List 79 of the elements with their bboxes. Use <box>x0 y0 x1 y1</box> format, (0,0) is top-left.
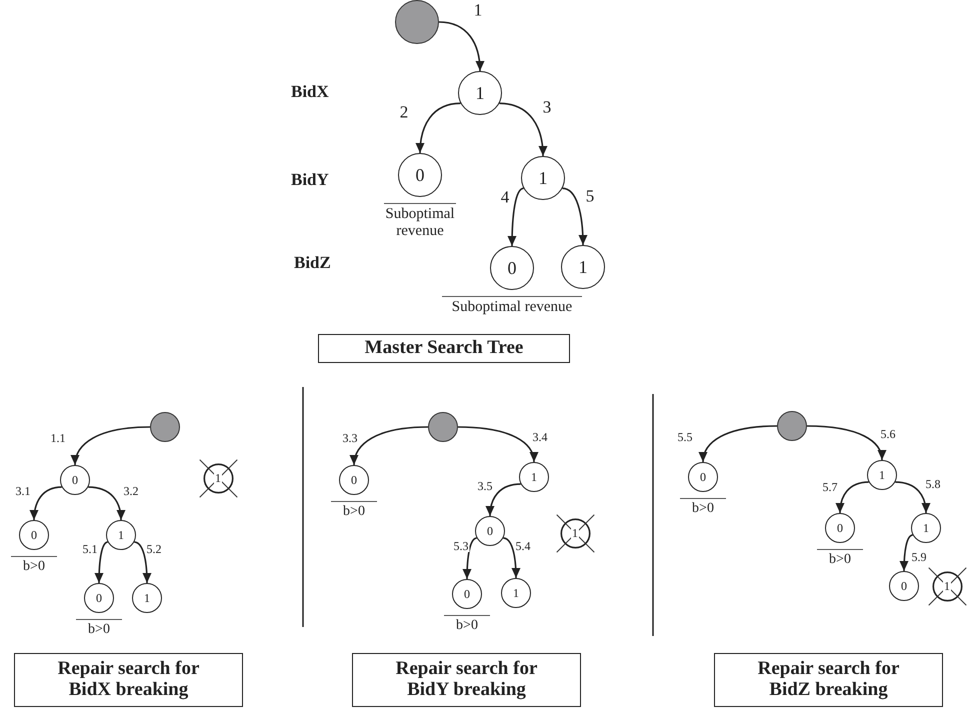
title-box: Repair search for BidZ breaking <box>714 653 943 707</box>
arrow <box>71 426 150 466</box>
arrow <box>438 21 484 72</box>
tree-node: 0 <box>688 462 718 492</box>
title-box: Repair search for BidX breaking <box>14 653 243 707</box>
title-box: Repair search for BidY breaking <box>352 653 581 707</box>
tree-node: 0 <box>490 246 534 290</box>
edge-label: 5.8 <box>924 478 942 490</box>
tree-node: 0 <box>19 520 49 550</box>
edge-label: 5.9 <box>910 551 928 563</box>
tree-node: 1 <box>561 245 605 289</box>
arrow <box>699 425 778 462</box>
node-caption: b>0 <box>76 619 122 638</box>
arrow <box>416 102 461 154</box>
tree-node: 1 <box>519 462 549 492</box>
edge-label: 5.7 <box>822 481 838 493</box>
edge-label: 5.3 <box>452 540 470 552</box>
node-caption: Suboptimal revenue <box>442 296 582 316</box>
arrow <box>88 486 126 520</box>
arrow <box>30 486 62 520</box>
arrow <box>895 481 930 514</box>
root-circle <box>150 412 180 442</box>
tree-node: 1 <box>911 513 941 543</box>
edge-label: 5.2 <box>146 543 162 555</box>
level-label: BidZ <box>294 253 331 273</box>
node-caption: b>0 <box>680 498 726 516</box>
arrow <box>486 483 521 516</box>
tree-node: 1 <box>458 71 502 115</box>
arrow <box>499 102 548 156</box>
tree-node: 0 <box>452 579 482 609</box>
edge-label: 4 <box>500 188 510 206</box>
edge-label: 3.4 <box>532 431 548 443</box>
tree-node: 0 <box>60 465 90 495</box>
tree-node: 0 <box>339 465 369 495</box>
arrow <box>836 481 869 514</box>
arrow <box>806 425 886 460</box>
node-caption: b>0 <box>331 501 377 520</box>
root-circle <box>428 412 458 442</box>
edge-label: 3.1 <box>14 485 32 497</box>
arrow <box>562 188 588 246</box>
tree-node: 0 <box>398 153 442 197</box>
edge-label: 3 <box>542 98 552 116</box>
tree-node: 1 <box>132 583 162 613</box>
tree-node: 0 <box>889 571 919 601</box>
node-caption: b>0 <box>11 556 57 574</box>
tree-node: 0 <box>475 516 505 546</box>
arrow <box>94 541 108 583</box>
tree-node: 0 <box>825 513 855 543</box>
root-circle <box>777 411 807 441</box>
arrow <box>508 188 524 246</box>
tree-node: 1 <box>501 578 531 608</box>
arrow <box>503 537 520 578</box>
edge-label: 5.5 <box>676 431 694 443</box>
arrow <box>900 534 913 571</box>
edge-label: 5.6 <box>880 428 896 440</box>
level-label: BidX <box>291 82 329 102</box>
title-box: Master Search Tree <box>318 334 570 363</box>
node-caption: Suboptimal revenue <box>384 203 456 239</box>
edge-label: 5 <box>584 188 596 204</box>
edge-label: 3.2 <box>122 485 140 497</box>
node-caption: b>0 <box>817 549 863 568</box>
root-circle <box>395 0 439 44</box>
tree-node: 1 <box>106 520 136 550</box>
edge-label: 3.3 <box>342 432 358 444</box>
edge-label: 3.5 <box>476 480 494 492</box>
tree-node: 1 <box>521 156 565 200</box>
arrow <box>458 426 538 462</box>
edge-label: 1.1 <box>50 432 66 444</box>
tree-node: 1 <box>867 460 897 490</box>
tree-node: 0 <box>84 583 114 613</box>
edge-label: 5.4 <box>514 540 532 552</box>
arrow <box>350 426 428 466</box>
arrow <box>462 537 477 579</box>
edge-label: 1 <box>472 2 484 18</box>
edge-label: 5.1 <box>82 543 98 555</box>
edge-label: 2 <box>398 104 410 120</box>
arrow <box>134 541 152 584</box>
node-caption: b>0 <box>444 615 490 634</box>
level-label: BidY <box>291 170 329 190</box>
